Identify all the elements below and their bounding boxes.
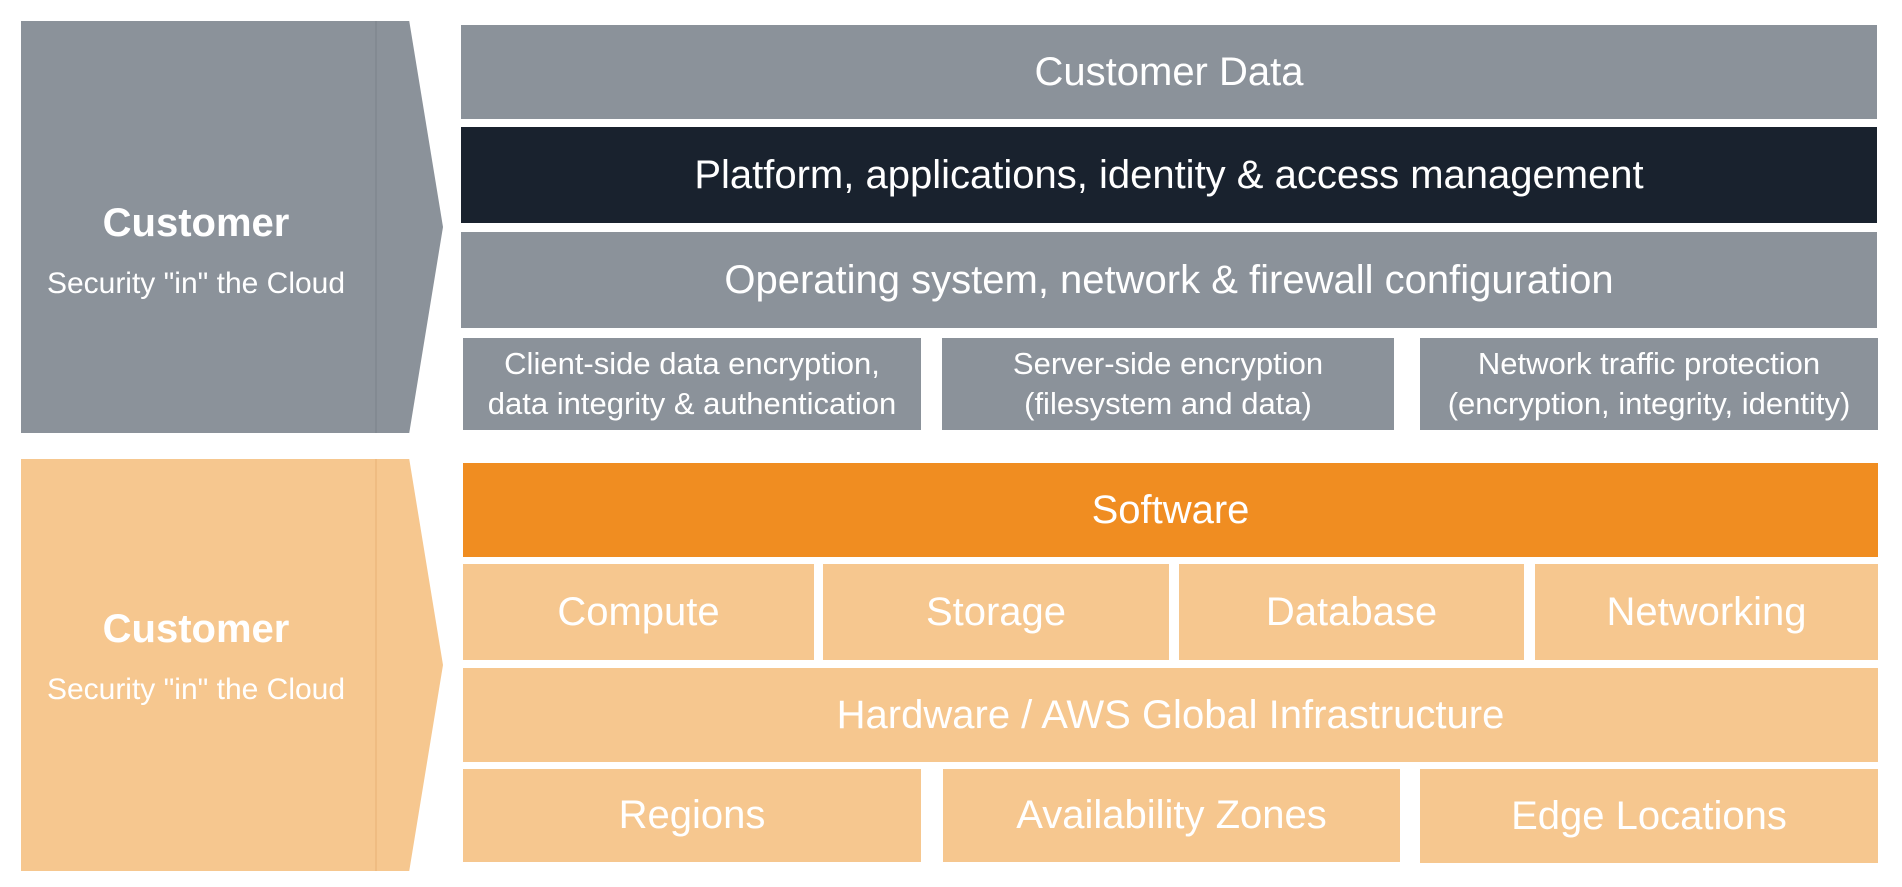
lower-responsibility-arrow: Customer Security "in" the Cloud — [21, 459, 443, 871]
platform-layer: Platform, applications, identity & acces… — [461, 127, 1877, 223]
lower-arrow-title: Customer — [102, 607, 290, 651]
network-traffic-protection-line1: Network traffic protection — [1477, 346, 1821, 381]
regions-box: Regions — [463, 769, 921, 862]
availability-zones-box: Availability Zones — [943, 769, 1400, 862]
networking-box: Networking — [1535, 564, 1878, 660]
lower-arrow-ridge — [375, 459, 377, 871]
edge-locations-box: Edge Locations — [1420, 769, 1878, 863]
network-traffic-protection-line2: (encryption, integrity, identity) — [1447, 386, 1851, 421]
upper-arrow-title: Customer — [102, 201, 290, 245]
upper-arrow-ridge — [375, 21, 377, 433]
upper-arrow-subtitle: Security "in" the Cloud — [46, 267, 346, 300]
os-network-layer: Operating system, network & firewall con… — [461, 232, 1877, 328]
lower-arrow-subtitle: Security "in" the Cloud — [46, 673, 346, 706]
software-layer: Software — [463, 463, 1878, 557]
customer-data-layer: Customer Data — [461, 25, 1877, 119]
server-side-encryption-line2: (filesystem and data) — [1024, 386, 1312, 421]
server-side-encryption-line1: Server-side encryption — [1012, 346, 1324, 381]
client-side-encryption-line2: data integrity & authentication — [487, 386, 897, 421]
network-traffic-protection-box: Network traffic protection (encryption, … — [1420, 338, 1878, 430]
client-side-encryption-box: Client-side data encryption, data integr… — [463, 338, 921, 430]
server-side-encryption-box: Server-side encryption (filesystem and d… — [942, 338, 1394, 430]
storage-box: Storage — [823, 564, 1169, 660]
compute-box: Compute — [463, 564, 814, 660]
client-side-encryption-line1: Client-side data encryption, — [504, 346, 880, 381]
hardware-infrastructure-layer: Hardware / AWS Global Infrastructure — [463, 668, 1878, 762]
upper-responsibility-arrow: Customer Security "in" the Cloud — [21, 21, 443, 433]
database-box: Database — [1179, 564, 1524, 660]
